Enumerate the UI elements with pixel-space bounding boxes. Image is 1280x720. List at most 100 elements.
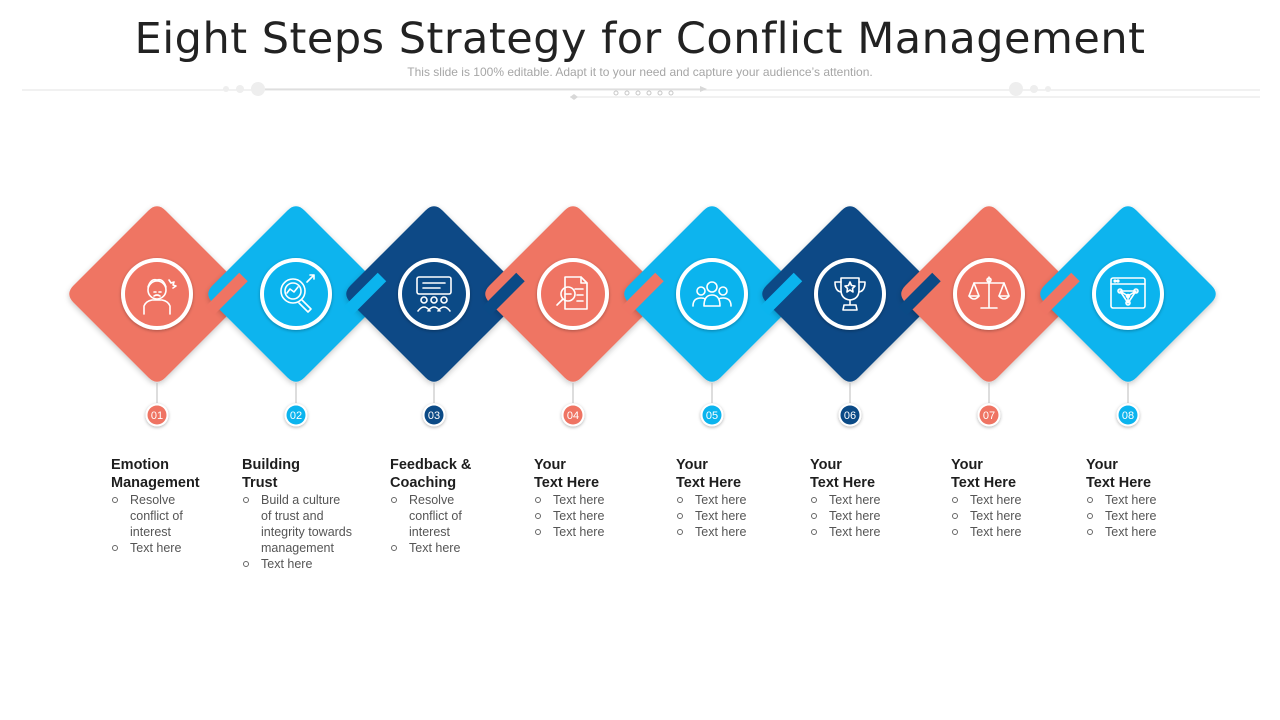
step-title-line: Text Here bbox=[534, 475, 600, 491]
step-bullet: Text here bbox=[676, 508, 806, 524]
diamond-connector bbox=[482, 272, 525, 316]
step-bullet: Text here bbox=[951, 508, 1081, 524]
meeting-presentation-icon bbox=[416, 276, 452, 312]
diamond-connector bbox=[1037, 272, 1080, 316]
step-bullet: Text here bbox=[951, 524, 1081, 540]
step-bullet: Text here bbox=[810, 492, 940, 508]
step-title-line: Emotion bbox=[111, 457, 169, 473]
step-icon-group bbox=[537, 258, 609, 330]
step-bullet: Text here bbox=[534, 492, 664, 508]
step-number-badge: 06 bbox=[838, 403, 862, 427]
diamond-chain: 01 02 03 04 05 06 07 08 bbox=[69, 206, 1216, 427]
diamond-connector bbox=[343, 272, 387, 316]
balance-scale-icon bbox=[968, 276, 1010, 309]
slide-subtitle: This slide is 100% editable. Adapt it to… bbox=[407, 65, 873, 79]
step-icon-group bbox=[676, 258, 748, 330]
step-bullet: Text here bbox=[810, 524, 940, 540]
step-title-line: Text Here bbox=[810, 475, 876, 491]
step-bullet-list: Build a culture of trust and integrity t… bbox=[242, 492, 354, 572]
step-icon-group bbox=[953, 258, 1025, 330]
header-divider bbox=[22, 82, 1260, 100]
step-title-line: Your bbox=[676, 457, 708, 473]
magnifier-search-icon bbox=[280, 274, 315, 313]
step-bullet: Text here bbox=[951, 492, 1081, 508]
step-title-line: Text Here bbox=[951, 475, 1017, 491]
step-title: Feedback & Coaching bbox=[390, 456, 540, 492]
trophy-icon bbox=[834, 277, 866, 311]
step-bullet: Text here bbox=[1086, 524, 1216, 540]
step-number-badge: 05 bbox=[700, 403, 724, 427]
step-icon-group bbox=[814, 258, 886, 330]
step-title-line: Text Here bbox=[1086, 475, 1152, 491]
team-group-icon bbox=[692, 281, 732, 307]
step-number: 07 bbox=[983, 410, 995, 422]
step-icon-group bbox=[1092, 258, 1164, 330]
diamond-connector bbox=[621, 272, 664, 316]
step-number: 04 bbox=[567, 410, 579, 422]
step-title-line: Your bbox=[534, 457, 566, 473]
step-bullet: Resolve conflict of interest bbox=[111, 492, 203, 540]
step-title-line: Your bbox=[951, 457, 983, 473]
step-title-line: Coaching bbox=[390, 475, 457, 491]
step-number-badge: 07 bbox=[977, 403, 1001, 427]
step-bullet: Text here bbox=[111, 540, 203, 556]
step-title-line: Your bbox=[1086, 457, 1118, 473]
step-bullet: Text here bbox=[534, 524, 664, 540]
step-number: 01 bbox=[151, 410, 163, 422]
step-number-badge: 04 bbox=[561, 403, 585, 427]
diamond-connector bbox=[898, 272, 941, 316]
step-bullet: Text here bbox=[1086, 508, 1216, 524]
step-icon-group bbox=[121, 258, 193, 330]
person-stress-icon bbox=[143, 278, 177, 315]
slide-title: Eight Steps Strategy for Conflict Manage… bbox=[134, 14, 1146, 64]
step-title-line: Your bbox=[810, 457, 842, 473]
document-search-icon bbox=[556, 276, 588, 310]
step-bullet: Resolve conflict of interest bbox=[390, 492, 482, 540]
web-network-icon bbox=[1110, 277, 1146, 309]
step-number-badge: 01 bbox=[145, 403, 169, 427]
step-number-badge: 08 bbox=[1116, 403, 1140, 427]
step-number: 06 bbox=[844, 410, 856, 422]
step-title-line: Text Here bbox=[676, 475, 742, 491]
step-title-line: Management bbox=[111, 475, 200, 491]
step-title-line: Feedback & bbox=[390, 457, 472, 473]
step-title-line: Building bbox=[242, 457, 300, 473]
step-bullet: Build a culture of trust and integrity t… bbox=[242, 492, 354, 556]
step-number: 02 bbox=[290, 410, 302, 422]
step-title-line: Trust bbox=[242, 475, 278, 491]
diamond-connector bbox=[759, 272, 803, 316]
step-number-badge: 03 bbox=[422, 403, 446, 427]
step-number: 05 bbox=[706, 410, 718, 422]
step-icon-group bbox=[398, 258, 470, 330]
step-bullet: Text here bbox=[390, 540, 482, 556]
step-bullet: Text here bbox=[676, 524, 806, 540]
step-bullet: Text here bbox=[810, 508, 940, 524]
step-bullet: Text here bbox=[242, 556, 354, 572]
step-number-badge: 02 bbox=[284, 403, 308, 427]
diamond-connector bbox=[205, 272, 248, 316]
step-number: 08 bbox=[1122, 410, 1134, 422]
step-bullet: Text here bbox=[1086, 492, 1216, 508]
